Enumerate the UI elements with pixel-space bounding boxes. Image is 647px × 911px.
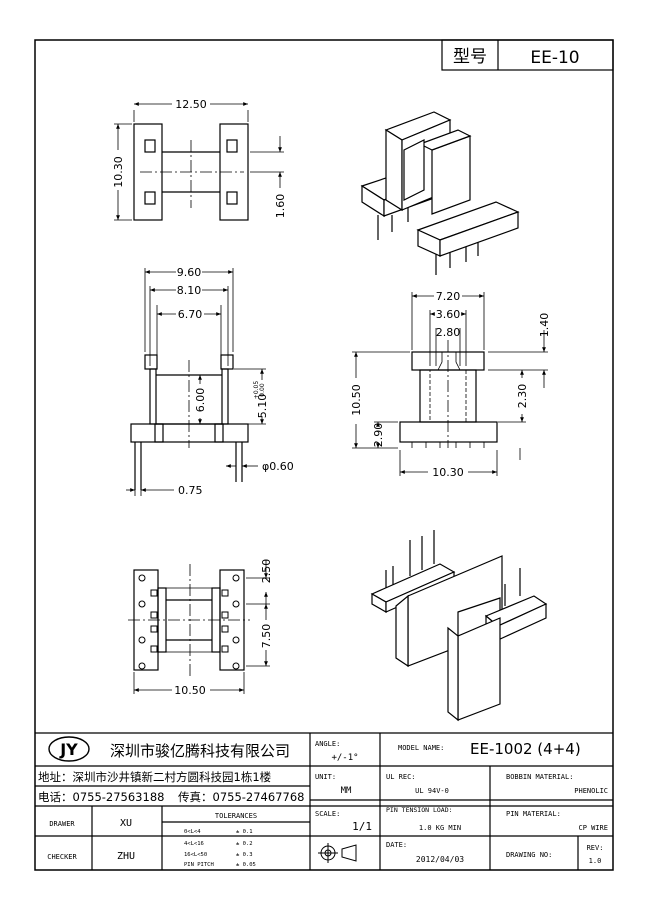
- dim-top-height: 10.30: [112, 156, 125, 188]
- ul-value: UL 94V-0: [415, 787, 449, 795]
- tolerances-title: TOLERANCES: [215, 812, 257, 820]
- dim-side-w2: 3.60: [436, 308, 461, 321]
- dim-pin-dia: φ0.60: [262, 460, 294, 473]
- drawer-value: XU: [120, 818, 132, 829]
- dim-top-width: 12.50: [175, 98, 207, 111]
- checker-value: ZHU: [117, 851, 135, 862]
- tolerance-range: PIN PITCH: [184, 862, 214, 868]
- dim-side-h-top: 1.40: [538, 313, 551, 338]
- tolerance-value: ± 0.05: [236, 862, 256, 868]
- tolerance-value: ± 0.1: [236, 829, 253, 835]
- type-label: 型号: [453, 47, 487, 67]
- tolerance-range: 0<L<4: [184, 829, 201, 835]
- bottom-view: [128, 560, 270, 694]
- pin-material-label: PIN MATERIAL:: [506, 810, 561, 818]
- scale-label: SCALE:: [315, 810, 340, 818]
- logo: JY: [48, 736, 90, 762]
- dim-front-w1: 9.60: [177, 266, 202, 279]
- unit-value: MM: [341, 786, 352, 796]
- bobbin-label: BOBBIN MATERIAL:: [506, 773, 573, 781]
- logo-text: JY: [59, 740, 78, 759]
- dim-side-w3: 2.80: [436, 326, 461, 339]
- drawer-label: DRAWER: [49, 820, 75, 828]
- pin-tension-label: PIN TENSION LOAD:: [386, 806, 453, 814]
- side-view: [352, 292, 548, 476]
- company-fax: 传真：0755-27467768: [178, 790, 304, 804]
- bottom-view-pins: [138, 574, 240, 670]
- tolerance-range: 4<L<16: [184, 841, 204, 847]
- dim-front-tol-minus: 0.00: [259, 383, 266, 397]
- dim-front-h2: 5.10: [256, 394, 269, 419]
- dim-front-w3: 6.70: [178, 308, 203, 321]
- dim-front-w2: 8.10: [177, 284, 202, 297]
- dim-bottom-pitch: 2.50: [260, 559, 273, 584]
- angle-value: +/-1°: [331, 753, 358, 763]
- type-box: 型号 EE-10: [441, 39, 614, 71]
- unit-label: UNIT:: [315, 773, 336, 781]
- dim-side-h-base: 2.90: [372, 423, 385, 448]
- angle-label: ANGLE:: [315, 740, 340, 748]
- drawing-no-label: DRAWING NO:: [506, 851, 552, 859]
- checker-label: CHECKER: [47, 853, 77, 861]
- type-value: EE-10: [530, 48, 579, 68]
- tolerance-value: ± 0.2: [236, 841, 253, 847]
- tolerance-list: 0<L<4 ± 0.1 4<L<16 ± 0.2 16<L<50 ± 0.3 P…: [184, 829, 256, 868]
- dim-side-h-total: 10.50: [350, 384, 363, 416]
- pin-tension-value: 1.0 KG MIN: [419, 824, 461, 832]
- date-label: DATE:: [386, 841, 407, 849]
- title-block: [35, 732, 613, 870]
- dim-side-base-w: 10.30: [432, 466, 464, 479]
- ul-label: UL REC:: [386, 773, 416, 781]
- model-value: EE-1002 (4+4): [470, 740, 581, 758]
- front-view: [126, 268, 266, 496]
- company-phone: 电话：0755-27563188: [38, 790, 164, 804]
- dim-top-gap: 1.60: [274, 194, 287, 219]
- bobbin-value: PHENOLIC: [574, 787, 608, 795]
- dim-pin-w: 0.75: [178, 484, 203, 497]
- dim-side-h-mid: 2.30: [516, 384, 529, 409]
- dim-bottom-row: 7.50: [260, 624, 273, 649]
- date-value: 2012/04/03: [416, 855, 464, 864]
- company-name: 深圳市骏亿腾科技有限公司: [110, 742, 290, 760]
- top-view: [114, 102, 284, 221]
- dim-side-w1: 7.20: [436, 290, 461, 303]
- rev-label: REV:: [587, 844, 604, 852]
- tolerance-value: ± 0.3: [236, 852, 253, 858]
- dim-front-h1: 6.00: [194, 388, 207, 413]
- iso-view-bottom: [370, 530, 548, 722]
- company-address: 地址：深圳市沙井镇新二村方圆科技园1栋1楼: [38, 770, 272, 784]
- projection-symbol-icon: [318, 843, 357, 863]
- sheet-border: [34, 39, 614, 871]
- dim-front-tol-plus: +0.05: [253, 381, 260, 400]
- tolerance-range: 16<L<50: [184, 852, 207, 858]
- scale-value: 1/1: [352, 820, 372, 833]
- pin-material-value: CP WIRE: [578, 824, 608, 832]
- rev-value: 1.0: [589, 857, 602, 865]
- iso-view-top: [360, 111, 520, 275]
- dim-bottom-w: 10.50: [174, 684, 206, 697]
- model-label: MODEL NAME:: [398, 744, 444, 752]
